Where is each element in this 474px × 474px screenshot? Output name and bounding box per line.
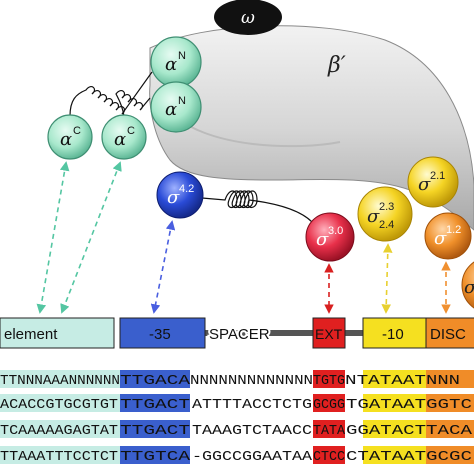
svg-text:NTATAAT: NTATAAT: [345, 374, 426, 389]
svg-text:GCGC: GCGC: [426, 450, 472, 465]
alpha-c-right: α C: [101, 114, 147, 160]
svg-text:TTAAATTTCCTCT: TTAAATTTCCTCT: [0, 450, 118, 465]
alpha-n-top: α N: [150, 36, 202, 88]
svg-text:α: α: [114, 129, 126, 150]
element-label: element: [4, 326, 58, 343]
svg-text:TATA: TATA: [313, 424, 346, 439]
omega-label: ω: [241, 8, 255, 28]
svg-text:TTGACA: TTGACA: [120, 374, 191, 389]
svg-text:2.4: 2.4: [379, 219, 394, 231]
svg-text:α: α: [60, 129, 72, 150]
element-box: [0, 317, 115, 349]
promoter-bar: element -35 SPACER EXT -10 DISC: [0, 317, 474, 349]
svg-text:1.2: 1.2: [446, 224, 461, 236]
svg-text:α: α: [165, 54, 177, 75]
sequence-row: TTAAATTTCCTCT TTGTCA -GGCCGGAATAA CTCC C…: [0, 446, 474, 465]
minus10-label: -10: [382, 326, 404, 343]
svg-text:NNN: NNN: [426, 374, 460, 389]
svg-text:NNNNNNNNNNNNN: NNNNNNNNNNNNN: [190, 374, 313, 389]
svg-text:TTGACT: TTGACT: [120, 398, 190, 413]
minus35-label: -35: [149, 326, 171, 343]
svg-text:C: C: [127, 125, 135, 137]
svg-text:TGTG: TGTG: [313, 374, 345, 389]
spacer-label: SPACER: [209, 326, 270, 343]
ext-box: [312, 317, 346, 349]
sequence-row: ACACCGTGCGTGT TTGACT ATTTTACCTCTG GCGG T…: [0, 394, 474, 413]
svg-text:σ: σ: [418, 174, 431, 195]
sigma-3-0: σ 3.0: [305, 212, 355, 262]
svg-text:2.3: 2.3: [379, 201, 394, 213]
svg-text:ACACCGTGCGTGT: ACACCGTGCGTGT: [0, 398, 118, 413]
sequence-row: TTNNNAAANNNNNN TTGACA NNNNNNNNNNNNN TGTG…: [0, 370, 474, 389]
svg-text:GCGG: GCGG: [313, 398, 345, 413]
svg-text:TAAAGTCTAACC: TAAAGTCTAACC: [192, 424, 312, 439]
svg-text:GGTC: GGTC: [426, 398, 472, 413]
svg-text:σ: σ: [434, 228, 447, 249]
disc-box: [425, 317, 474, 349]
sequence-row: TCAAAAAGAGTAT TTGACT TAAAGTCTAACC TATA G…: [0, 420, 474, 439]
sigma-2-3-2-4: σ 2.3 2.4: [357, 186, 413, 242]
svg-text:2.1: 2.1: [430, 170, 445, 182]
ext-label: EXT: [315, 326, 343, 342]
alpha-linkers: [69, 71, 153, 117]
svg-text:TACA: TACA: [426, 424, 473, 439]
arrow-sigma-4-2: [150, 220, 176, 314]
svg-text:ATTTTACCTCTG: ATTTTACCTCTG: [192, 398, 312, 413]
minus10-box: [362, 317, 427, 349]
alpha-n-bottom: α N: [150, 81, 202, 133]
svg-text:TTNNNAAANNNNNN: TTNNNAAANNNNNN: [0, 374, 120, 389]
sigma-1-2: σ 1.2: [424, 212, 472, 260]
svg-text:σ: σ: [316, 229, 329, 250]
svg-text:4.2: 4.2: [179, 183, 194, 195]
svg-text:σ: σ: [367, 206, 380, 227]
svg-text:CTCC: CTCC: [313, 450, 345, 465]
svg-text:N: N: [178, 95, 186, 107]
sigma-4-2: σ 4.2: [156, 171, 204, 219]
omega-subunit: ω: [214, 0, 282, 35]
sigma-clipped: σ: [461, 261, 474, 309]
svg-text:σ: σ: [167, 187, 180, 208]
sequence-rows: TTNNNAAANNNNNN TTGACA NNNNNNNNNNNNN TGTG…: [0, 370, 474, 465]
svg-text:α: α: [165, 99, 177, 120]
svg-text:C: C: [73, 125, 81, 137]
svg-text:TGATAAT: TGATAAT: [346, 398, 426, 413]
sigma-linker: [201, 190, 313, 223]
svg-text:N: N: [178, 50, 186, 62]
alpha-c-left: α C: [47, 114, 93, 160]
svg-text:TTGACT: TTGACT: [120, 424, 190, 439]
arrow-alpha-c-left: [36, 161, 70, 314]
contact-arrows: [36, 161, 451, 314]
svg-text:TCAAAAAGAGTAT: TCAAAAAGAGTAT: [0, 424, 118, 439]
disc-label: DISC: [430, 326, 466, 343]
svg-text:GGATACT: GGATACT: [346, 424, 426, 439]
svg-text:3.0: 3.0: [328, 225, 343, 237]
svg-text:TTGTCA: TTGTCA: [120, 450, 191, 465]
svg-text:-GGCCGGAATAA: -GGCCGGAATAA: [192, 450, 313, 465]
sigma-2-1: σ 2.1: [407, 156, 459, 208]
minus35-box: [119, 317, 206, 349]
arrow-sigma-2-4: [381, 243, 393, 314]
arrow-alpha-c-right: [60, 161, 122, 314]
svg-text:σ: σ: [464, 277, 474, 298]
beta-prime-label: β′: [327, 53, 346, 78]
svg-text:CTATAAT: CTATAAT: [346, 450, 426, 465]
